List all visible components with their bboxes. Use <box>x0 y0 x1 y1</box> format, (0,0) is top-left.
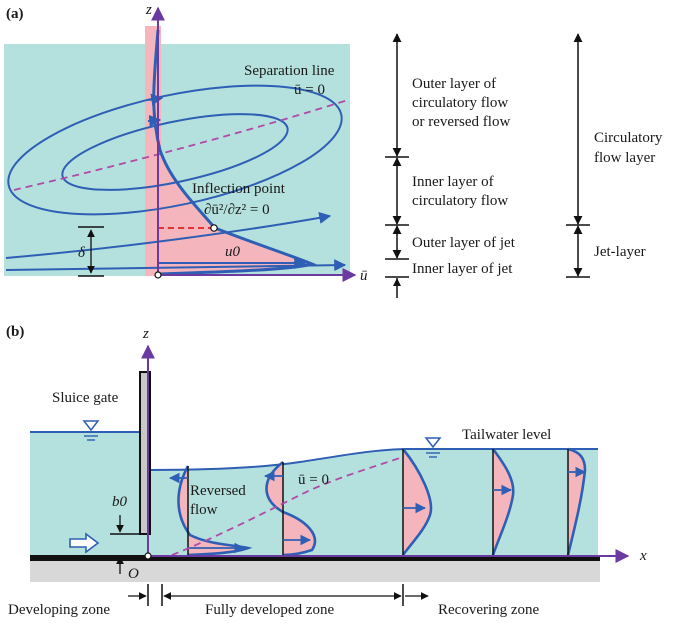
panel-a-label: (a) <box>6 6 24 22</box>
origin-point-a <box>154 271 162 279</box>
ubar-zero-label-b: ū = 0 <box>298 472 329 488</box>
zero-velocity-line <box>171 456 404 556</box>
fully-developed-zone-label: Fully developed zone <box>205 602 334 618</box>
tailwater-level-label: Tailwater level <box>462 427 551 443</box>
ubar-zero-label-a: ū = 0 <box>294 82 325 98</box>
profile-1-fill <box>178 466 248 555</box>
recovering-zone-label: Recovering zone <box>438 602 540 618</box>
reversed-label: Reversed <box>190 483 246 499</box>
origin-label: O <box>128 566 139 582</box>
profile-4-fill <box>493 449 514 555</box>
group-label-circulatory: Circulatory <box>594 130 663 146</box>
layer-scale <box>385 33 409 298</box>
water-region-b <box>30 432 598 555</box>
u0-label: u0 <box>225 244 241 260</box>
layer-label-6: Outer layer of jet <box>412 235 516 251</box>
upstream-level-triangle <box>82 420 100 432</box>
layer-scale-arrowhead-bottom <box>393 278 401 286</box>
streamline-outer <box>7 84 343 216</box>
flow-label: flow <box>190 502 218 518</box>
layer-label-1: Outer layer of <box>412 76 496 92</box>
sluice-gate-label: Sluice gate <box>52 390 119 406</box>
inflow-arrow <box>69 532 100 554</box>
velocity-profile-fill <box>153 30 312 274</box>
profile-2-curve <box>265 460 317 557</box>
profile-3-fill <box>403 449 431 555</box>
group-label-jet-layer: Jet-layer <box>594 244 646 260</box>
downstream-surface <box>149 448 598 471</box>
z-axis-label-b: z <box>142 326 149 342</box>
group-scale <box>566 33 590 278</box>
panel-b-label: (b) <box>6 324 24 340</box>
separation-line <box>13 99 349 191</box>
z-axis-label-a: z <box>145 2 152 18</box>
panel-b: (b) b0 <box>6 324 647 618</box>
profile-2-fill <box>266 462 315 555</box>
layer-label-2: circulatory flow <box>412 95 508 111</box>
profile-3-curve <box>401 448 433 556</box>
channel-bed <box>30 555 600 561</box>
b0-label: b0 <box>112 494 128 510</box>
layer-label-5: circulatory flow <box>412 193 508 209</box>
inflection-point <box>210 224 218 232</box>
layer-label-7: Inner layer of jet <box>412 261 513 277</box>
panel-a: (a) z ū δ Separati <box>4 2 663 298</box>
origin-point-b <box>144 552 152 560</box>
group-label-flow-layer: flow layer <box>594 150 655 166</box>
u-axis-label-a: ū <box>360 268 368 284</box>
separation-line-label: Separation line <box>244 63 335 79</box>
inflection-point-label: Inflection point <box>192 181 286 197</box>
profile-1-curve <box>177 465 253 557</box>
ground <box>30 560 600 582</box>
developing-zone-label: Developing zone <box>8 602 110 618</box>
x-axis-label-b: x <box>639 548 647 564</box>
layer-label-4: Inner layer of <box>412 174 494 190</box>
tailwater-level-triangle <box>424 437 442 449</box>
jet-streamline-upper <box>5 211 332 259</box>
inflection-equation: ∂ū²/∂z² = 0 <box>204 202 270 218</box>
layer-label-3: or reversed flow <box>412 114 510 130</box>
streamline-inner <box>61 113 289 191</box>
profile-4-curve <box>491 448 515 556</box>
delta-label: δ <box>78 245 86 261</box>
